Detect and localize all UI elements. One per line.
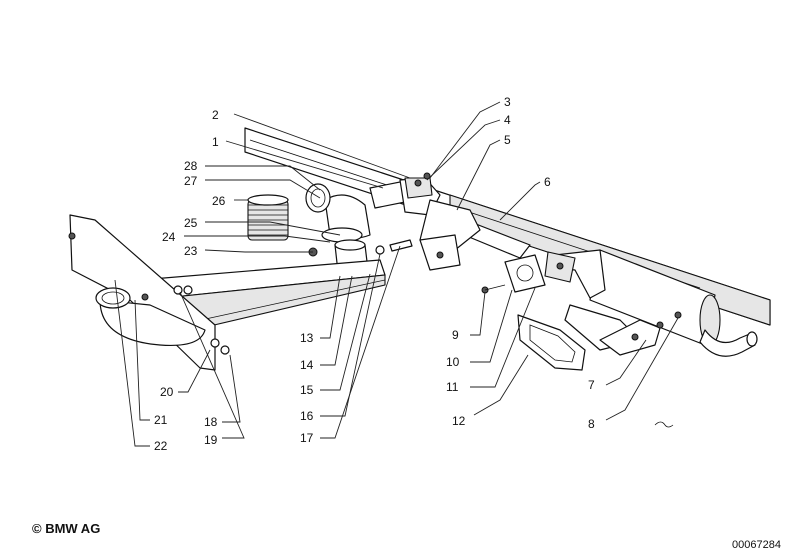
callout-8: 8 bbox=[588, 417, 595, 431]
callout-20: 20 bbox=[160, 385, 174, 399]
leader-lines bbox=[114, 101, 679, 447]
callout-6: 6 bbox=[544, 175, 551, 189]
callout-2: 2 bbox=[212, 108, 219, 122]
front-pipe bbox=[369, 172, 481, 251]
callout-25: 25 bbox=[184, 216, 198, 230]
document-number: 00067284 bbox=[732, 539, 781, 551]
callout-11: 11 bbox=[446, 380, 459, 394]
callout-22: 22 bbox=[154, 439, 168, 453]
callout-23: 23 bbox=[184, 244, 198, 258]
callout-28: 28 bbox=[184, 159, 198, 173]
callout-7: 7 bbox=[588, 378, 595, 392]
copyright-notice: © BMW AG bbox=[32, 521, 101, 536]
callout-21: 21 bbox=[154, 413, 168, 427]
callout-19: 19 bbox=[204, 433, 218, 447]
callout-3: 3 bbox=[504, 95, 511, 109]
callout-14: 14 bbox=[300, 358, 314, 372]
callout-17: 17 bbox=[300, 431, 314, 445]
callout-16: 16 bbox=[300, 409, 314, 423]
pipe-flange bbox=[481, 254, 546, 294]
gasket-plate bbox=[517, 314, 586, 371]
callout-18: 18 bbox=[204, 415, 218, 429]
callout-9: 9 bbox=[452, 328, 459, 342]
rear-muffler bbox=[589, 249, 758, 357]
front-pipe-left bbox=[68, 214, 386, 371]
callout-12: 12 bbox=[452, 414, 466, 428]
callout-labels: 2 1 3 4 5 6 28 27 26 25 24 23 13 14 15 1… bbox=[154, 95, 595, 453]
callout-27: 27 bbox=[184, 174, 198, 188]
callout-15: 15 bbox=[300, 383, 314, 397]
callout-26: 26 bbox=[212, 194, 226, 208]
callout-5: 5 bbox=[504, 133, 511, 147]
flex-bellows bbox=[247, 194, 289, 241]
signature-mark bbox=[654, 421, 674, 428]
callout-24: 24 bbox=[162, 230, 176, 244]
elbow-and-ring bbox=[305, 183, 371, 273]
callout-13: 13 bbox=[300, 331, 314, 345]
clamp-brackets bbox=[419, 234, 682, 356]
callout-4: 4 bbox=[504, 113, 511, 127]
callout-1: 1 bbox=[212, 135, 219, 149]
callout-10: 10 bbox=[446, 355, 460, 369]
